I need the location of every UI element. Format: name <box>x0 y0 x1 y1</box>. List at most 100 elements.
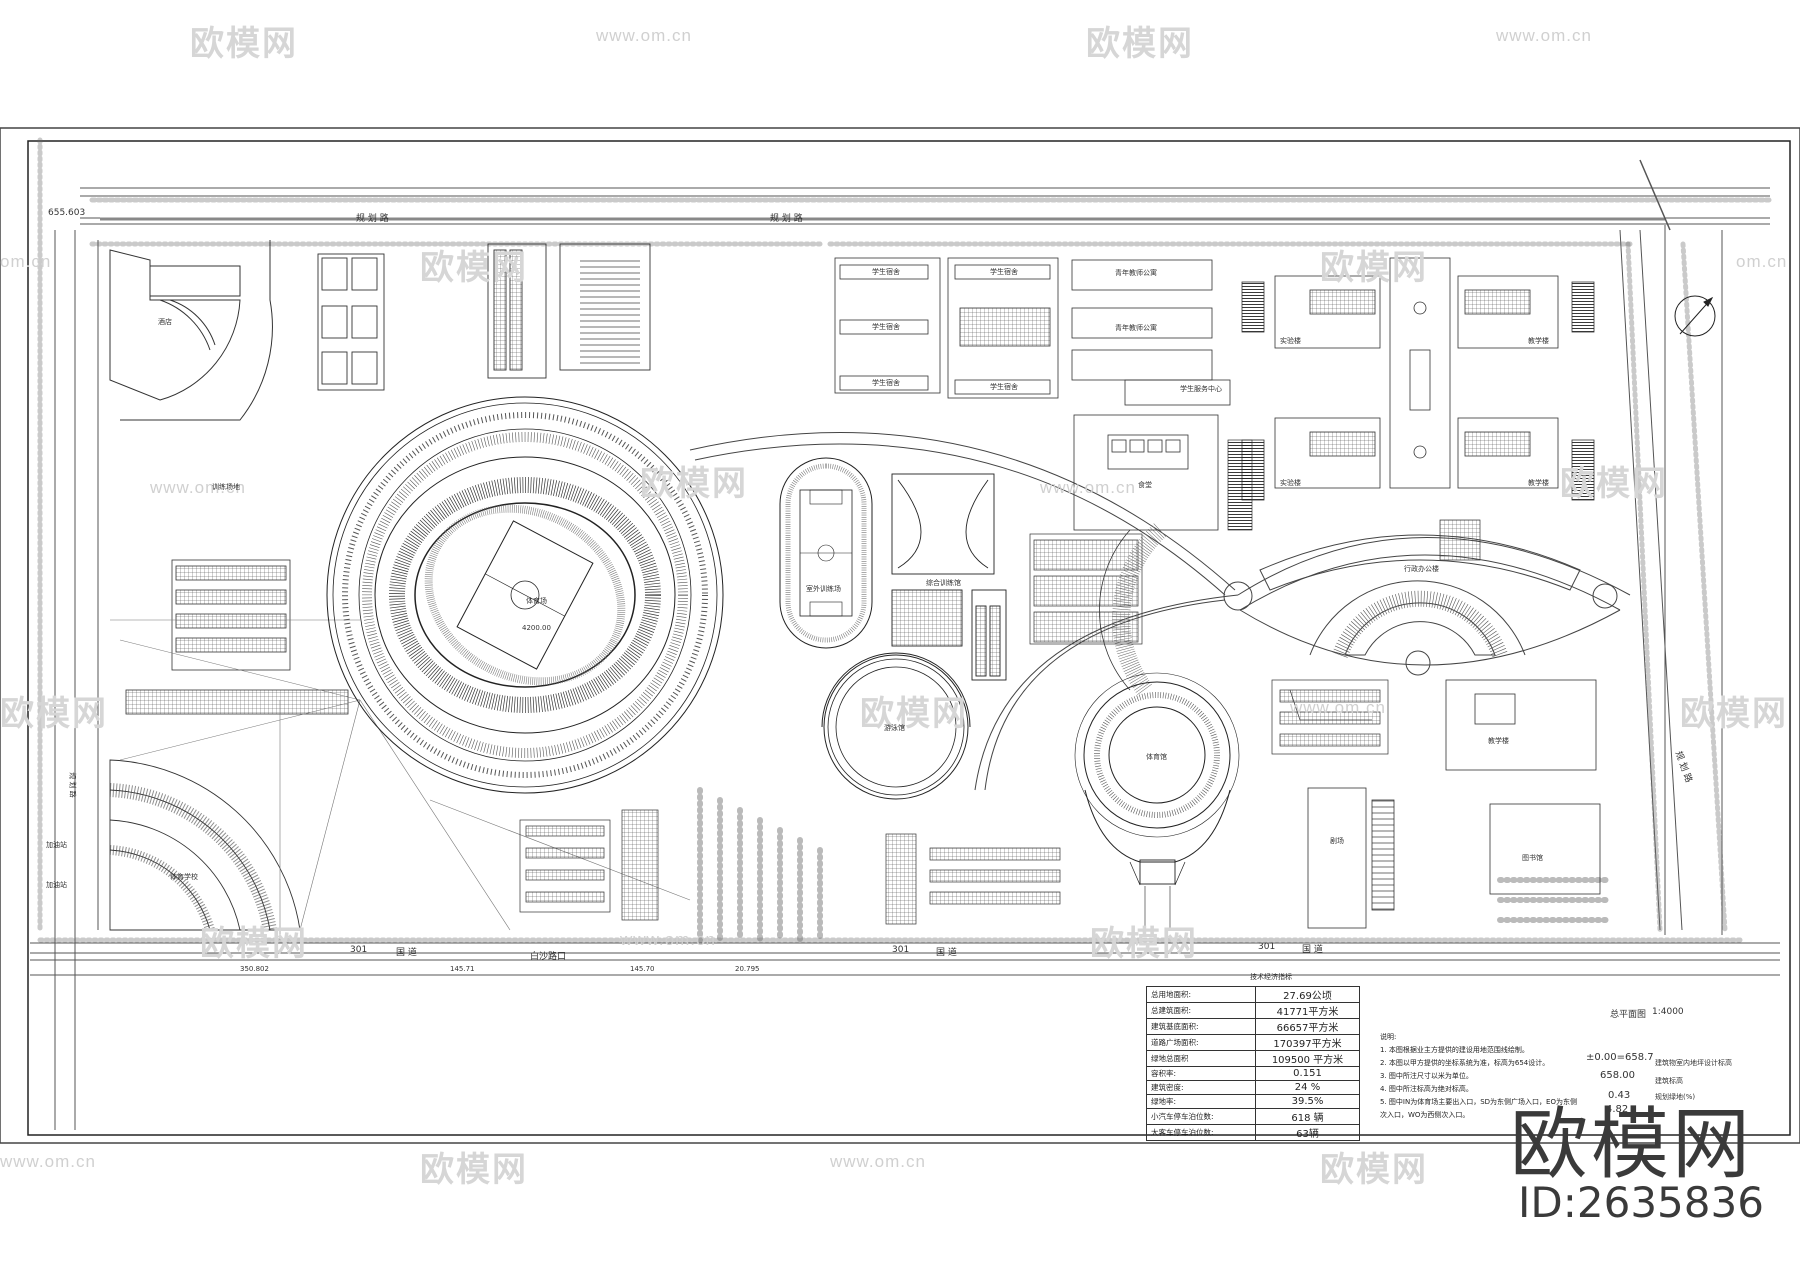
tennis-courts <box>317 243 651 391</box>
road-south-1b: 国 道 <box>396 948 417 958</box>
label-arts: 剧场 <box>1330 837 1344 845</box>
table-value: 24 % <box>1255 1080 1360 1095</box>
tree-rows <box>37 137 1773 943</box>
watermark-brand: 欧模网 <box>200 924 308 964</box>
table-key: 建筑基底面积: <box>1146 1018 1256 1035</box>
north-arrow <box>1674 295 1716 337</box>
table-row: 绿地率:39.5% <box>1146 1094 1360 1109</box>
elevation-2-note: 建筑标高 <box>1655 1077 1683 1085</box>
green-value: 0.43 <box>1608 1090 1631 1101</box>
label-admin: 行政办公楼 <box>1404 565 1439 573</box>
drawing-frame <box>0 127 1800 1144</box>
west-parking <box>125 559 349 715</box>
dim-4: 20.795 <box>735 965 760 973</box>
table-key: 建筑密度: <box>1146 1080 1256 1095</box>
table-value: 618 辆 <box>1255 1108 1360 1125</box>
table-key: 小汽车停车泊位数: <box>1146 1108 1256 1125</box>
label-west-text: 训练场地 <box>212 483 240 491</box>
table-row: 道路广场面积:170397平方米 <box>1146 1034 1360 1051</box>
scale-ratio: 1:4000 <box>1652 1007 1684 1017</box>
label-gas-station: 加油站 <box>46 841 67 849</box>
watermark-url: www.om.cn <box>150 478 246 497</box>
label-lab: 实验楼 <box>1280 479 1301 487</box>
pct-value: 4.82 <box>1606 1104 1629 1115</box>
label-teaching: 教学楼 <box>1528 337 1549 345</box>
table-value: 63辆 <box>1255 1124 1360 1141</box>
label-dorm: 学生宿舍 <box>990 268 1018 276</box>
watermark-brand: 欧模网 <box>420 248 528 288</box>
watermark-brand: 欧模网 <box>640 464 748 504</box>
label-hotel: 酒店 <box>158 318 172 326</box>
tree-grids <box>697 787 1613 943</box>
gymnasium <box>1074 672 1240 930</box>
table-row: 容积率:0.151 <box>1146 1066 1360 1081</box>
watermark-brand: 欧模网 <box>420 1150 528 1190</box>
table-key: 总建筑面积: <box>1146 1002 1256 1019</box>
table-value: 170397平方米 <box>1255 1034 1360 1051</box>
table-key: 道路广场面积: <box>1146 1034 1256 1051</box>
label-student-center: 学生服务中心 <box>1180 385 1222 393</box>
dormitories <box>834 257 1231 406</box>
watermark-url: www.om.cn <box>0 1152 96 1171</box>
label-gas-station: 加油站 <box>46 881 67 889</box>
south-parking <box>519 679 1389 925</box>
elevation-label: ±0.00=658.7 <box>1586 1052 1654 1063</box>
label-library: 图书馆 <box>1522 854 1543 862</box>
road-north-left: 规 划 路 <box>356 214 389 224</box>
watermark-brand: 欧模网 <box>1086 24 1194 64</box>
elevation-top: 655.603 <box>48 208 86 218</box>
label-canteen: 食堂 <box>1138 481 1152 489</box>
hotel <box>109 240 273 421</box>
watermark-url: www.om.cn <box>1290 698 1386 717</box>
dim-2: 145.71 <box>450 965 475 973</box>
natatorium <box>821 652 971 800</box>
table-value: 39.5% <box>1255 1094 1360 1109</box>
notes-line: 4. 图中所注标高为绝对标高。 <box>1380 1085 1473 1093</box>
label-natatorium: 游泳馆 <box>884 724 905 732</box>
scale-title: 总平面图 <box>1610 1010 1647 1020</box>
running-track <box>779 457 873 649</box>
sports-school <box>109 759 301 932</box>
road-north-right: 规 划 路 <box>770 214 803 224</box>
dim-3: 145.70 <box>630 965 655 973</box>
table-key: 总用地面积: <box>1146 986 1256 1003</box>
watermark-brand: 欧模网 <box>190 24 298 64</box>
campus-oval <box>689 432 1631 791</box>
watermark-brand: 欧模网 <box>1090 924 1198 964</box>
label-dorm: 学生宿舍 <box>872 323 900 331</box>
label-stadium: 体育场 <box>526 597 547 605</box>
elevation-note: 建筑物室内地坪设计标高 <box>1655 1059 1732 1067</box>
label-dorm: 学生宿舍 <box>872 379 900 387</box>
table-row: 建筑基底面积:66657平方米 <box>1146 1018 1360 1035</box>
tech-economic-table: 总用地面积:27.69公顷 总建筑面积:41771平方米 建筑基底面积:6665… <box>1146 986 1360 1141</box>
watermark-url: www.om.cn <box>1040 478 1136 497</box>
east-buildings <box>1241 257 1601 929</box>
amphitheater <box>1099 523 1167 696</box>
watermark-brand: 欧模网 <box>1320 1150 1428 1190</box>
stadium <box>326 396 724 794</box>
brand-watermark-large: 欧模网 <box>1510 1100 1754 1190</box>
watermark-brand: 欧模网 <box>1560 464 1668 504</box>
watermark-brand: 欧模网 <box>860 694 968 734</box>
notes-line: 2. 本图以甲方提供的坐标系统为准，标高为654设计。 <box>1380 1059 1550 1067</box>
dim-1: 350.802 <box>240 965 269 973</box>
table-row: 总用地面积:27.69公顷 <box>1146 986 1360 1003</box>
table-value: 109500 平方米 <box>1255 1050 1360 1067</box>
elevation-2: 658.00 <box>1600 1070 1635 1081</box>
watermark-url: www.om.cn <box>596 26 692 45</box>
table-row: 小汽车停车泊位数:618 辆 <box>1146 1108 1360 1125</box>
label-teaching: 教学楼 <box>1488 737 1509 745</box>
label-lab: 实验楼 <box>1280 337 1301 345</box>
model-id: ID:2635836 <box>1518 1178 1764 1227</box>
table-row: 总建筑面积:41771平方米 <box>1146 1002 1360 1019</box>
label-staff-apartment: 青年教师公寓 <box>1115 324 1157 332</box>
watermark-url: om.cn <box>1736 252 1788 271</box>
roads <box>30 159 1780 1130</box>
road-south-mid: 白沙路口 <box>530 952 567 962</box>
road-south-2b: 国 道 <box>936 948 957 958</box>
road-south-1: 301 <box>350 945 368 955</box>
road-south-2: 301 <box>892 945 910 955</box>
watermark-brand: 欧模网 <box>0 694 108 734</box>
table-value: 0.151 <box>1255 1066 1360 1081</box>
notes-title: 说明: <box>1380 1033 1397 1041</box>
